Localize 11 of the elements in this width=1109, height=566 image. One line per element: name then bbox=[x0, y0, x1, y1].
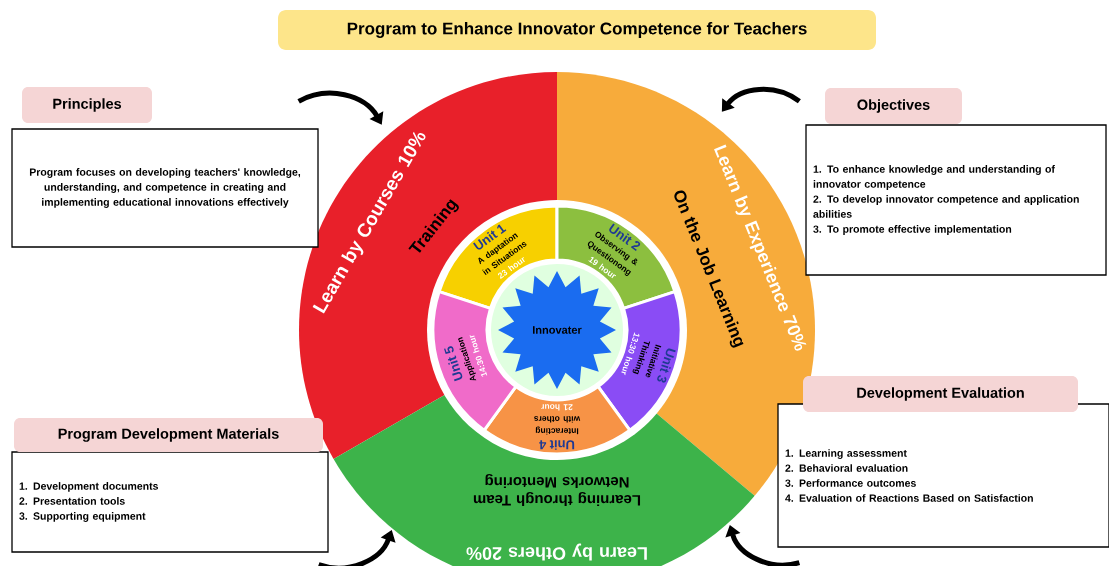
heading-tab: Development Evaluation bbox=[803, 376, 1078, 412]
text-box: 1. To enhance knowledge and understanding of innovator competence 2. To develop innovator competence and application abilities 3. To promote effective implementation bbox=[805, 124, 1107, 276]
heading-tab: Program Development Materials bbox=[14, 418, 323, 452]
text-box: 1. Learning assessment 2. Behavioral evaluation 3. Performance outcomes 4. Evaluation of Reactions Based on Satisfaction bbox=[777, 403, 1109, 548]
heading-tab: Principles bbox=[22, 87, 152, 123]
curved-arrow bbox=[297, 90, 384, 125]
text-box: Program focuses on developing teachers' knowledge, understanding, and competence in creating and implementing educational innovations effectively bbox=[11, 128, 319, 248]
curved-arrow bbox=[721, 86, 801, 112]
text-box: 1. Development documents 2. Presentation tools 3. Supporting equipment bbox=[11, 451, 329, 553]
title-banner: Program to Enhance Innovator Competence for Teachers bbox=[278, 10, 876, 50]
heading-tab: Objectives bbox=[825, 88, 962, 124]
